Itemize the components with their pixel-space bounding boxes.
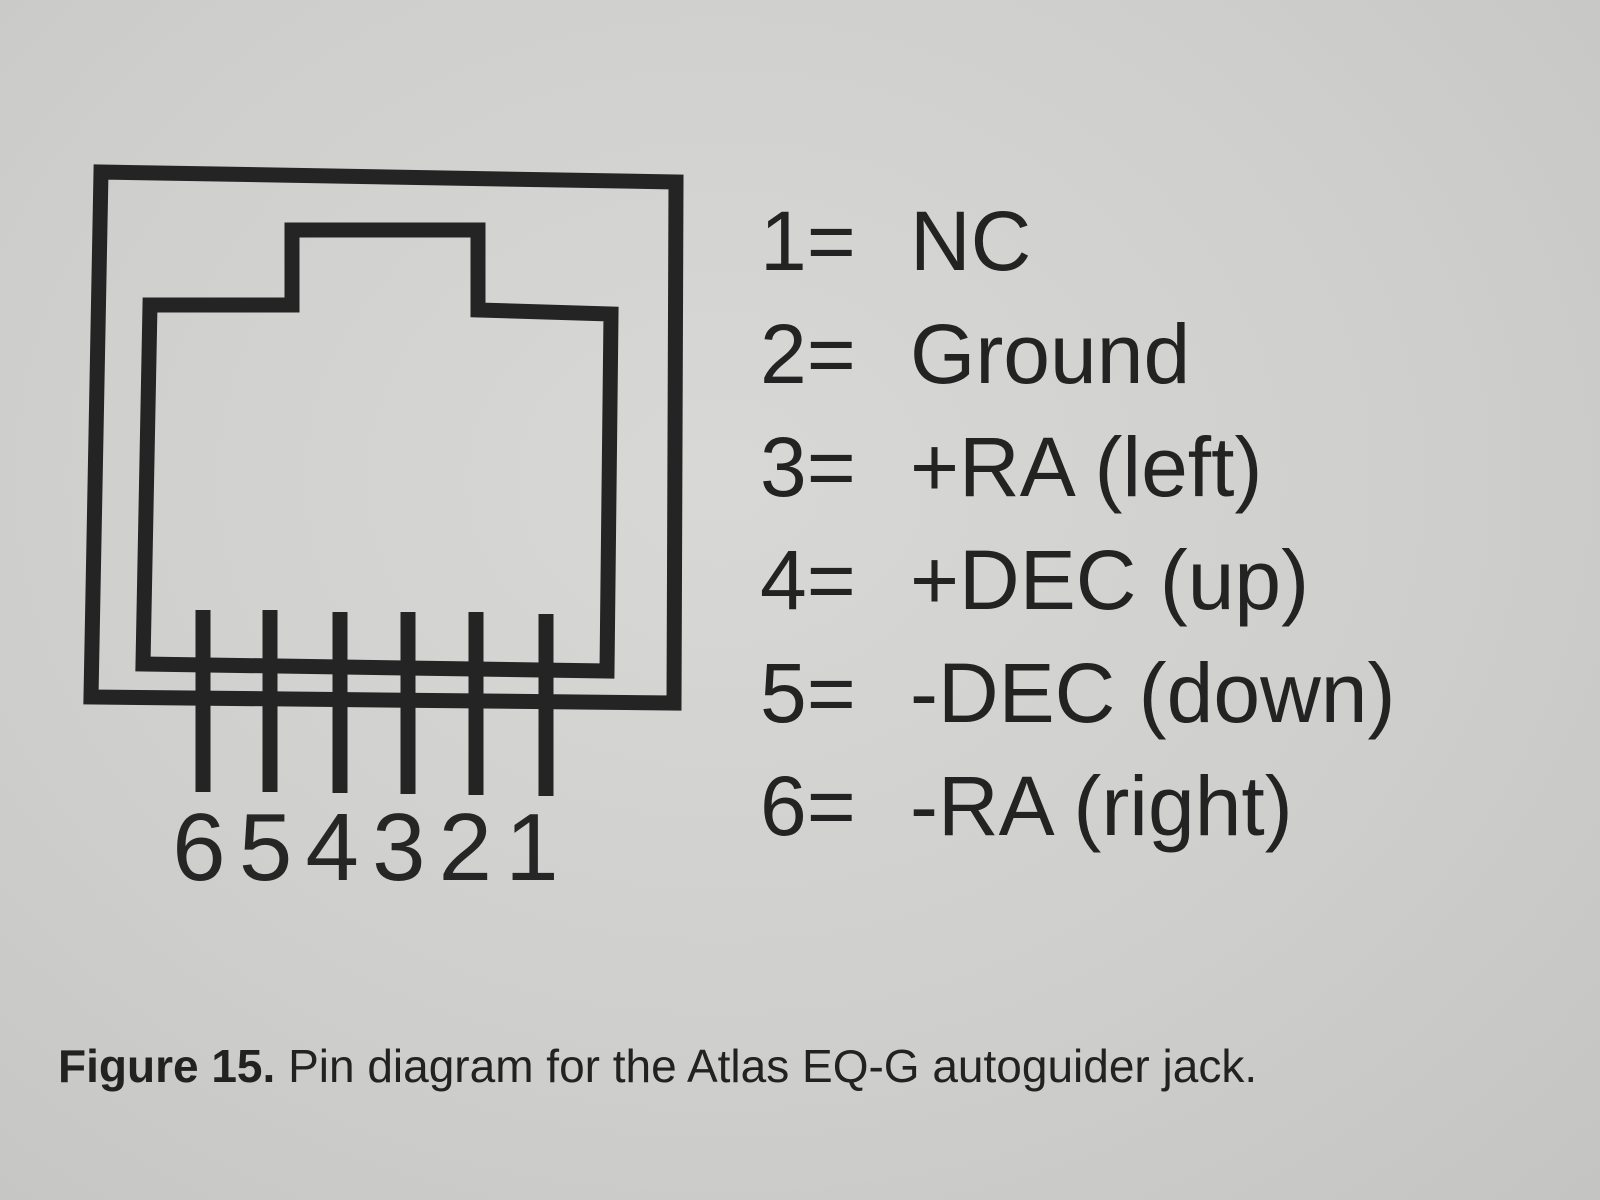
pin-legend-number: 4= xyxy=(760,533,856,627)
pin-legend-number: 1= xyxy=(760,194,856,288)
pin-legend-function: -RA (right) xyxy=(910,759,1293,853)
pin-number-labels: 6 5 4 3 2 1 xyxy=(168,800,563,910)
pin-legend-item: 2= Ground xyxy=(760,298,1560,411)
figure-caption: Figure 15. Pin diagram for the Atlas EQ-… xyxy=(58,1036,1558,1096)
pin-number-label: 5 xyxy=(238,794,293,901)
pin-legend-function: +DEC (up) xyxy=(910,533,1310,627)
pin-number-label: 2 xyxy=(438,794,493,901)
pin-legend-function: NC xyxy=(910,194,1032,288)
jack-pin-contacts xyxy=(195,610,554,796)
pin-legend-item: 5= -DEC (down) xyxy=(760,637,1560,750)
pin-legend-number: 6= xyxy=(760,759,856,853)
pin-legend: 1= NC 2= Ground 3= +RA (left) 4= +DEC (u… xyxy=(760,185,1560,863)
pin-legend-number: 2= xyxy=(760,307,856,401)
pin-legend-item: 3= +RA (left) xyxy=(760,411,1560,524)
pin-legend-function: -DEC (down) xyxy=(910,646,1396,740)
pin-legend-function: Ground xyxy=(910,307,1191,401)
pin-legend-number: 5= xyxy=(760,646,856,740)
pin-legend-function: +RA (left) xyxy=(910,420,1263,514)
pin-number-label: 1 xyxy=(505,794,559,901)
pin-legend-item: 1= NC xyxy=(760,185,1560,298)
figure-caption-text: Pin diagram for the Atlas EQ-G autoguide… xyxy=(275,1040,1258,1092)
pin-legend-number: 3= xyxy=(760,420,856,514)
jack-inner-socket xyxy=(135,222,619,679)
figure-caption-label: Figure 15. xyxy=(58,1040,276,1092)
pin-legend-item: 6= -RA (right) xyxy=(760,750,1560,863)
pin-number-label: 3 xyxy=(372,794,426,901)
pin-number-label: 6 xyxy=(172,794,226,901)
jack-outer-housing xyxy=(83,164,684,711)
pin-legend-item: 4= +DEC (up) xyxy=(760,524,1560,637)
pin-number-label: 4 xyxy=(305,794,359,901)
